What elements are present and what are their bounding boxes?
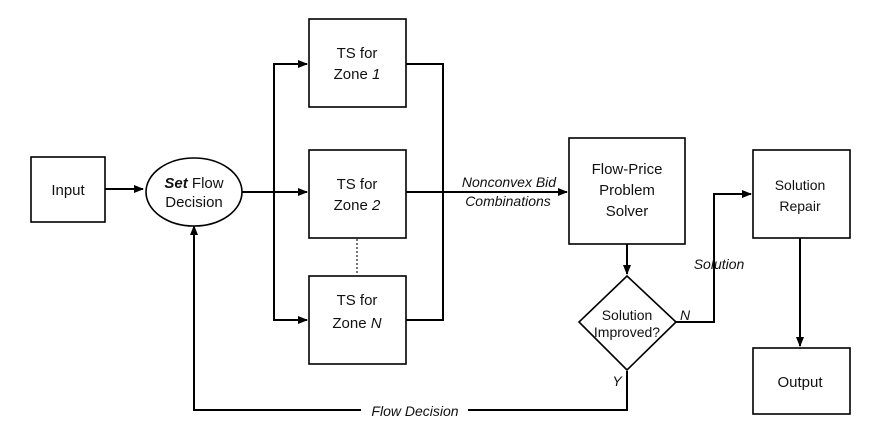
zone1-line2: Zone 1 xyxy=(334,66,381,83)
edge-label-nonconvex-bid: Nonconvex Bid xyxy=(462,174,557,190)
arrow-to-zoneN xyxy=(273,192,308,324)
zoneN-line1: TS for xyxy=(337,292,378,309)
edge-label-yes: Y xyxy=(612,373,623,389)
repair-line1: Solution xyxy=(775,177,826,193)
improved-line2: Improved? xyxy=(594,324,660,340)
ts-zone-n-node: TS for Zone N xyxy=(308,275,407,365)
solver-line1: Flow-Price xyxy=(592,161,663,178)
decision-label: Decision xyxy=(165,194,223,211)
feedback-line-right xyxy=(468,371,628,411)
output-node: Output xyxy=(752,347,851,415)
solver-line3: Solver xyxy=(606,203,649,220)
solution-repair-node: Solution Repair xyxy=(752,149,851,239)
set-flow-decision-node: Set Flow Decision xyxy=(145,157,243,227)
solution-improved-decision: Solution Improved? xyxy=(577,274,678,372)
feedback-line-left xyxy=(190,225,361,411)
arrow-no-to-repair xyxy=(676,190,752,323)
zone1-line1: TS for xyxy=(337,45,378,62)
input-label: Input xyxy=(51,182,85,199)
zoneN-line2: Zone N xyxy=(332,315,381,332)
solver-line2: Problem xyxy=(599,182,655,199)
edge-label-flow-decision: Flow Decision xyxy=(371,403,458,419)
connectors xyxy=(105,60,804,411)
input-node: Input xyxy=(30,156,106,223)
edge-label-no: N xyxy=(680,307,691,323)
edge-label-combinations: Combinations xyxy=(465,193,551,209)
improved-line1: Solution xyxy=(602,307,653,323)
flow-price-solver-node: Flow-Price Problem Solver xyxy=(568,137,686,245)
repair-line2: Repair xyxy=(779,198,821,214)
set-flow-label: Set Flow xyxy=(164,175,223,192)
output-label: Output xyxy=(777,374,823,391)
ts-zone-2-node: TS for Zone 2 xyxy=(308,149,407,239)
arrow-to-zone1 xyxy=(242,60,308,193)
ts-zone-1-node: TS for Zone 1 xyxy=(308,18,407,108)
edge-label-solution: Solution xyxy=(694,256,745,272)
zone2-line1: TS for xyxy=(337,176,378,193)
zone2-line2: Zone 2 xyxy=(334,197,381,214)
